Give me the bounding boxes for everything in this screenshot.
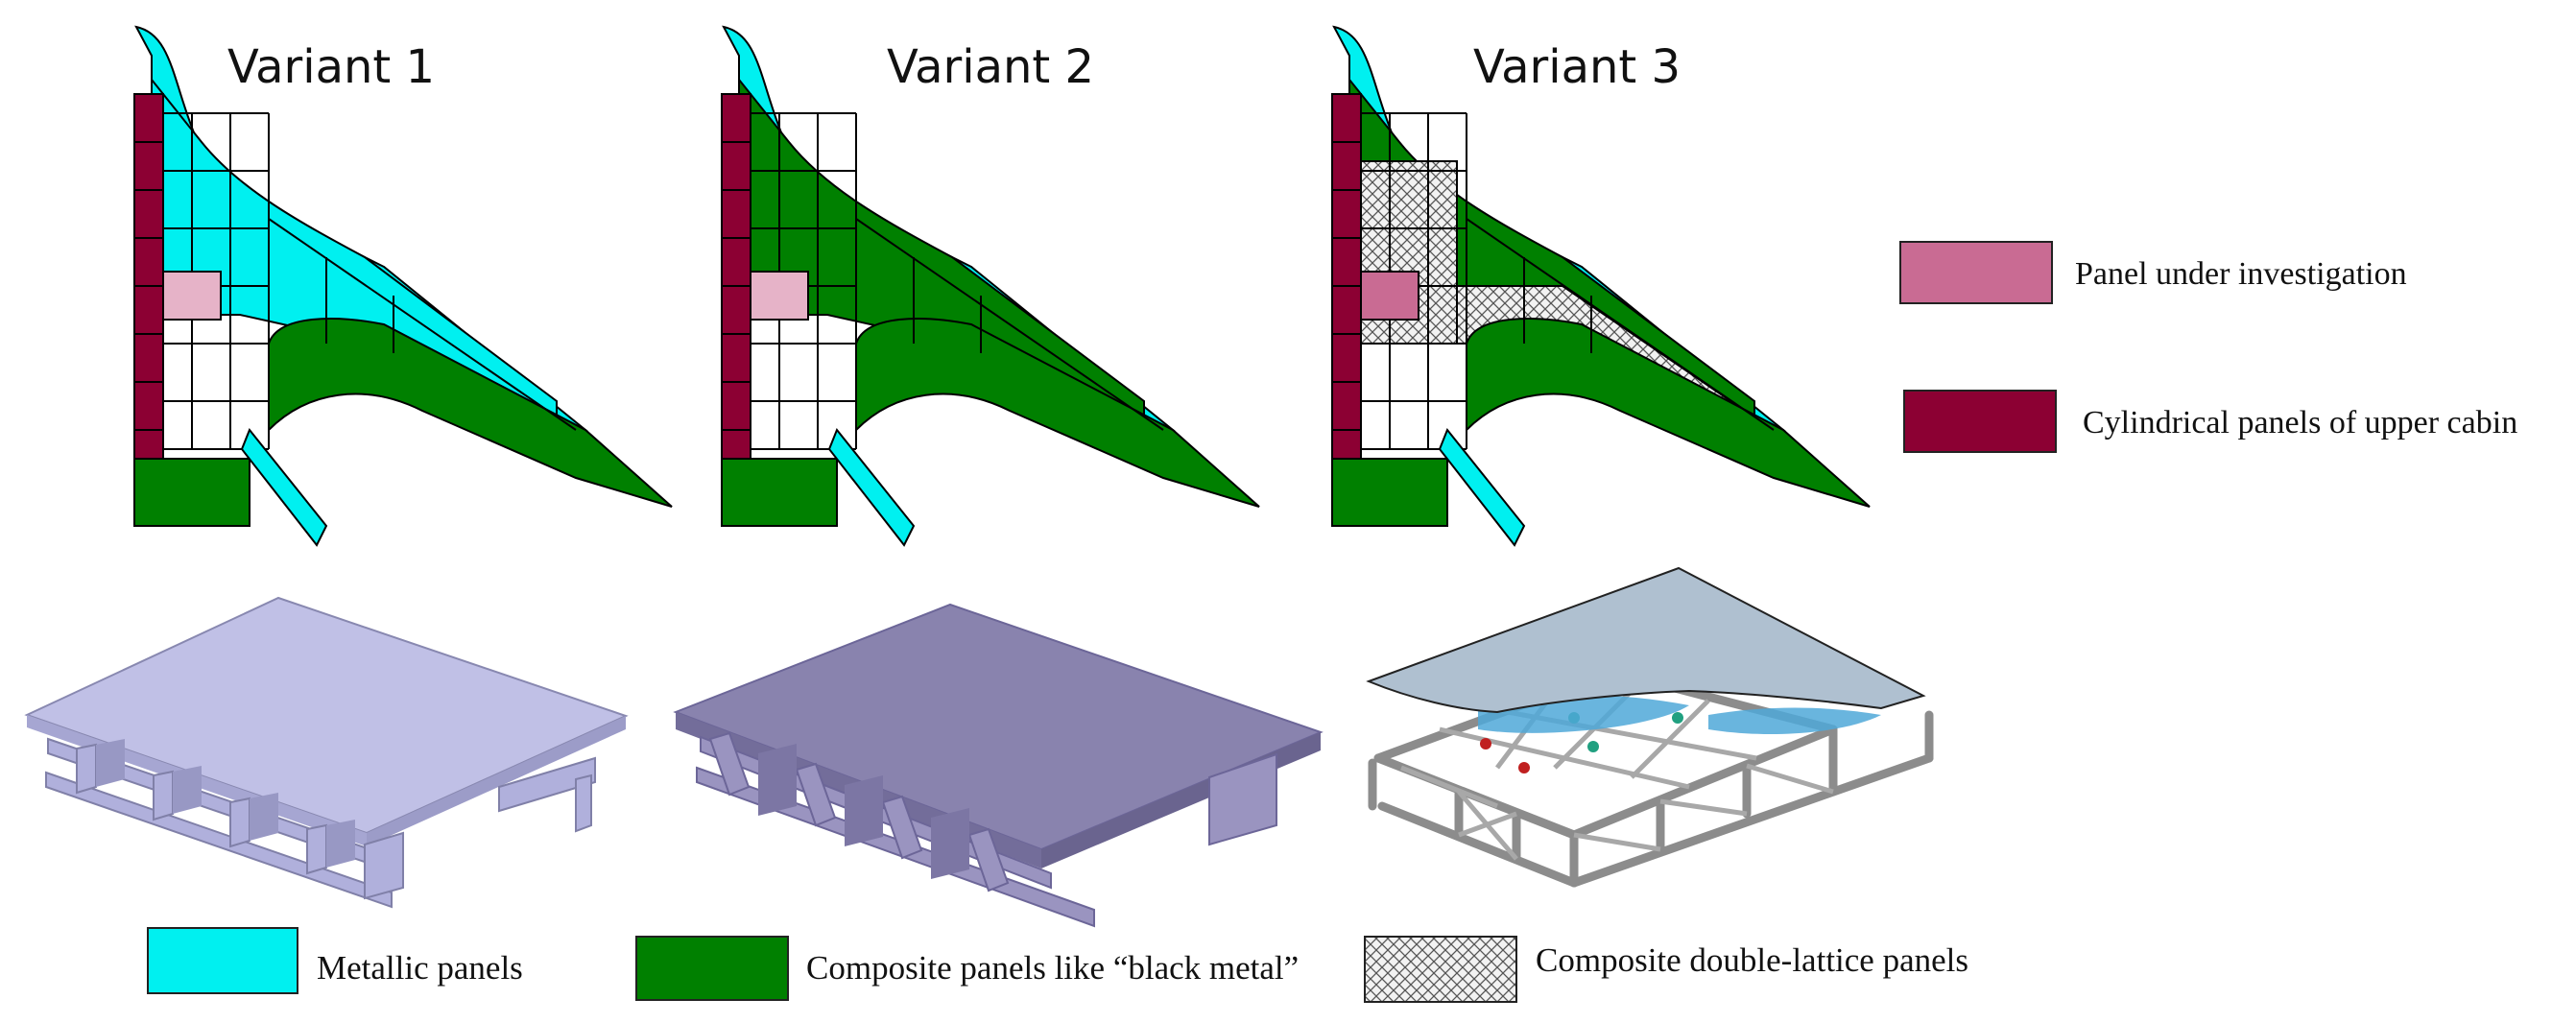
composite-swatch xyxy=(635,936,789,1001)
variant-1-diagram xyxy=(133,25,673,547)
investigation-swatch xyxy=(1899,241,2053,304)
variant-2-diagram xyxy=(721,25,1260,547)
legend-lattice: Composite double-lattice panels xyxy=(1364,936,1968,1003)
metallic-panel-render xyxy=(24,596,629,909)
composite-label: Composite panels like “black metal” xyxy=(806,949,1299,987)
variant-3-title: Variant 3 xyxy=(1473,40,1681,94)
variant-1-title: Variant 1 xyxy=(227,40,435,94)
legend-panel-under-investigation: Panel under investigation xyxy=(1899,241,2407,304)
variant-3-diagram xyxy=(1331,25,1871,547)
variant-2-title: Variant 2 xyxy=(887,40,1094,94)
composite-panel-render xyxy=(673,603,1324,928)
lattice-swatch xyxy=(1364,936,1517,1003)
legend-composite: Composite panels like “black metal” xyxy=(635,936,1299,1001)
metallic-label: Metallic panels xyxy=(317,949,523,987)
upper-cabin-label: Cylindrical panels of upper cabin xyxy=(2083,405,2517,440)
legend-upper-cabin: Cylindrical panels of upper cabin xyxy=(1903,390,2517,453)
metallic-swatch xyxy=(147,927,298,994)
legend-metallic: Metallic panels xyxy=(147,927,523,994)
lattice-label: Composite double-lattice panels xyxy=(1536,941,1968,979)
investigation-label: Panel under investigation xyxy=(2075,256,2407,292)
upper-cabin-swatch xyxy=(1903,390,2057,453)
lattice-panel-render xyxy=(1366,566,1934,888)
